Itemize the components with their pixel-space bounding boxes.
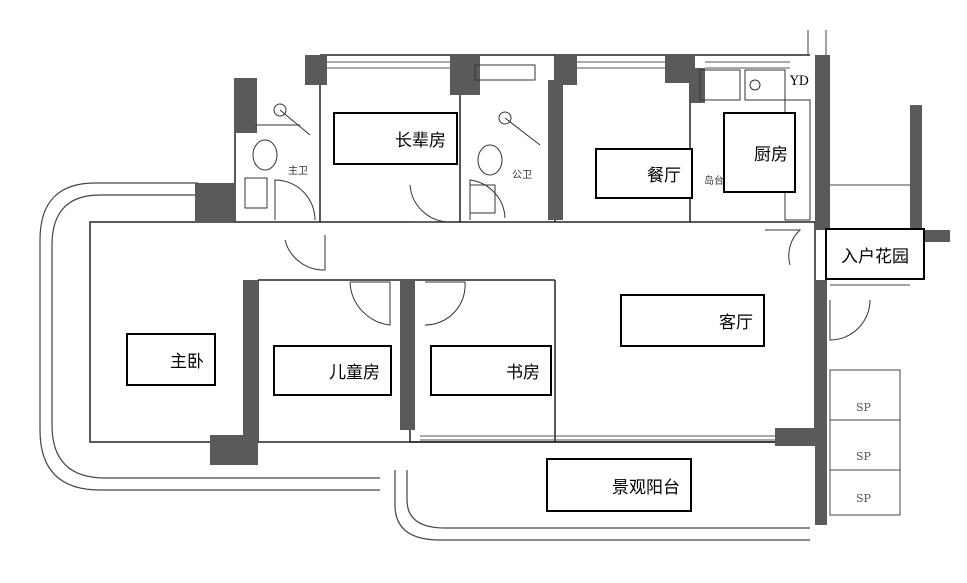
- balcony-sliding-doors: [420, 435, 775, 441]
- door-swings: [274, 179, 871, 341]
- room-master-bedroom: 主卧: [126, 333, 216, 386]
- room-elder: 长辈房: [333, 112, 458, 165]
- room-entry-garden: 入户花园: [825, 228, 925, 280]
- room-kitchen: 厨房: [723, 112, 796, 193]
- master-bath-fixtures: [244, 103, 311, 209]
- label-yd: YD: [790, 74, 810, 89]
- room-dining: 餐厅: [595, 148, 693, 199]
- room-living: 客厅: [620, 294, 765, 347]
- label-sp-1: SP: [856, 401, 871, 414]
- top-windows: [327, 61, 790, 69]
- room-balcony: 景观阳台: [546, 458, 692, 512]
- balcony-curved-wall: [394, 470, 810, 541]
- label-sp-2: SP: [856, 450, 871, 463]
- balcony-curved-wall-inner: [406, 470, 810, 529]
- terrace-curved-wall: [39, 182, 380, 491]
- label-sp-3: SP: [856, 492, 871, 505]
- wall-blocks: [195, 55, 950, 525]
- label-public-bath: 公卫: [512, 170, 532, 181]
- room-study: 书房: [430, 345, 552, 396]
- terrace-curved-wall-inner: [51, 194, 380, 479]
- public-bath-fixtures: [469, 64, 541, 214]
- label-master-bath: 主卫: [288, 166, 308, 177]
- label-island: 岛台: [704, 176, 724, 187]
- right-annex: [807, 30, 910, 516]
- room-kids: 儿童房: [273, 345, 392, 396]
